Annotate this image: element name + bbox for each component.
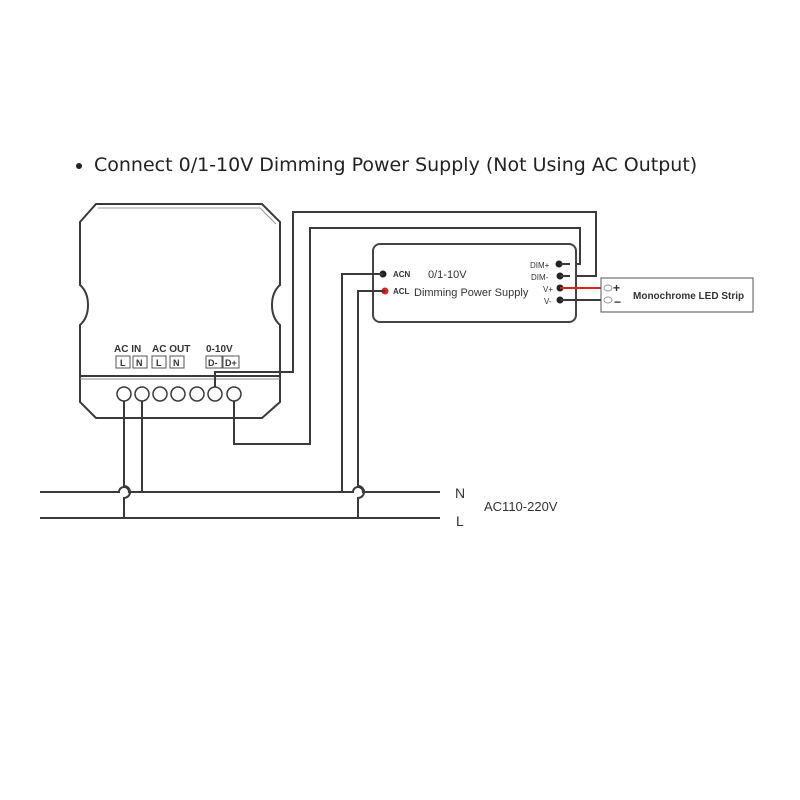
wire-acl — [357, 290, 385, 518]
dim-minus-label: DIM- — [531, 273, 549, 282]
v-plus-label: V+ — [543, 285, 553, 294]
acn-label: ACN — [393, 270, 411, 279]
led-strip-label: Monochrome LED Strip — [633, 291, 744, 302]
led-strip: + − Monochrome LED Strip — [600, 277, 754, 313]
ac-in-label: AC IN — [114, 344, 141, 355]
dim-label: 0-10V — [206, 344, 233, 355]
mains-l-label: L — [456, 513, 464, 529]
mains-voltage-label: AC110-220V — [484, 499, 558, 514]
terminal-label-l-in: L — [120, 358, 126, 368]
title-text: Connect 0/1-10V Dimming Power Supply (No… — [94, 154, 698, 176]
led-minus: − — [614, 295, 621, 309]
wire-d-minus — [214, 211, 597, 387]
dimmer-controller: AC IN AC OUT 0-10V L N L N D- D+ — [79, 203, 281, 419]
wire-d-plus — [233, 227, 581, 445]
wire-acn — [341, 273, 383, 492]
dim-plus-label: DIM+ — [530, 261, 550, 270]
screw-terminals — [116, 386, 242, 402]
terminal-label-l-out: L — [156, 358, 162, 368]
psu-line1: 0/1-10V — [428, 269, 467, 281]
bullet-icon — [76, 162, 82, 169]
dimming-power-supply: 0/1-10V Dimming Power Supply ACN ACL DIM… — [372, 243, 577, 323]
ac-out-label: AC OUT — [152, 344, 190, 355]
v-minus-label: V- — [544, 297, 552, 306]
diagram-title: Connect 0/1-10V Dimming Power Supply (No… — [76, 154, 697, 176]
terminal-label-n-in: N — [136, 358, 143, 368]
terminal-label-d-minus: D- — [208, 358, 218, 368]
acl-label: ACL — [393, 287, 410, 296]
led-plus: + — [613, 281, 620, 295]
terminal-label-n-out: N — [173, 358, 180, 368]
terminal-label-d-plus: D+ — [225, 358, 237, 368]
mains-n-label: N — [455, 485, 465, 501]
mains-n-line — [40, 486, 440, 493]
psu-line2: Dimming Power Supply — [414, 287, 529, 299]
